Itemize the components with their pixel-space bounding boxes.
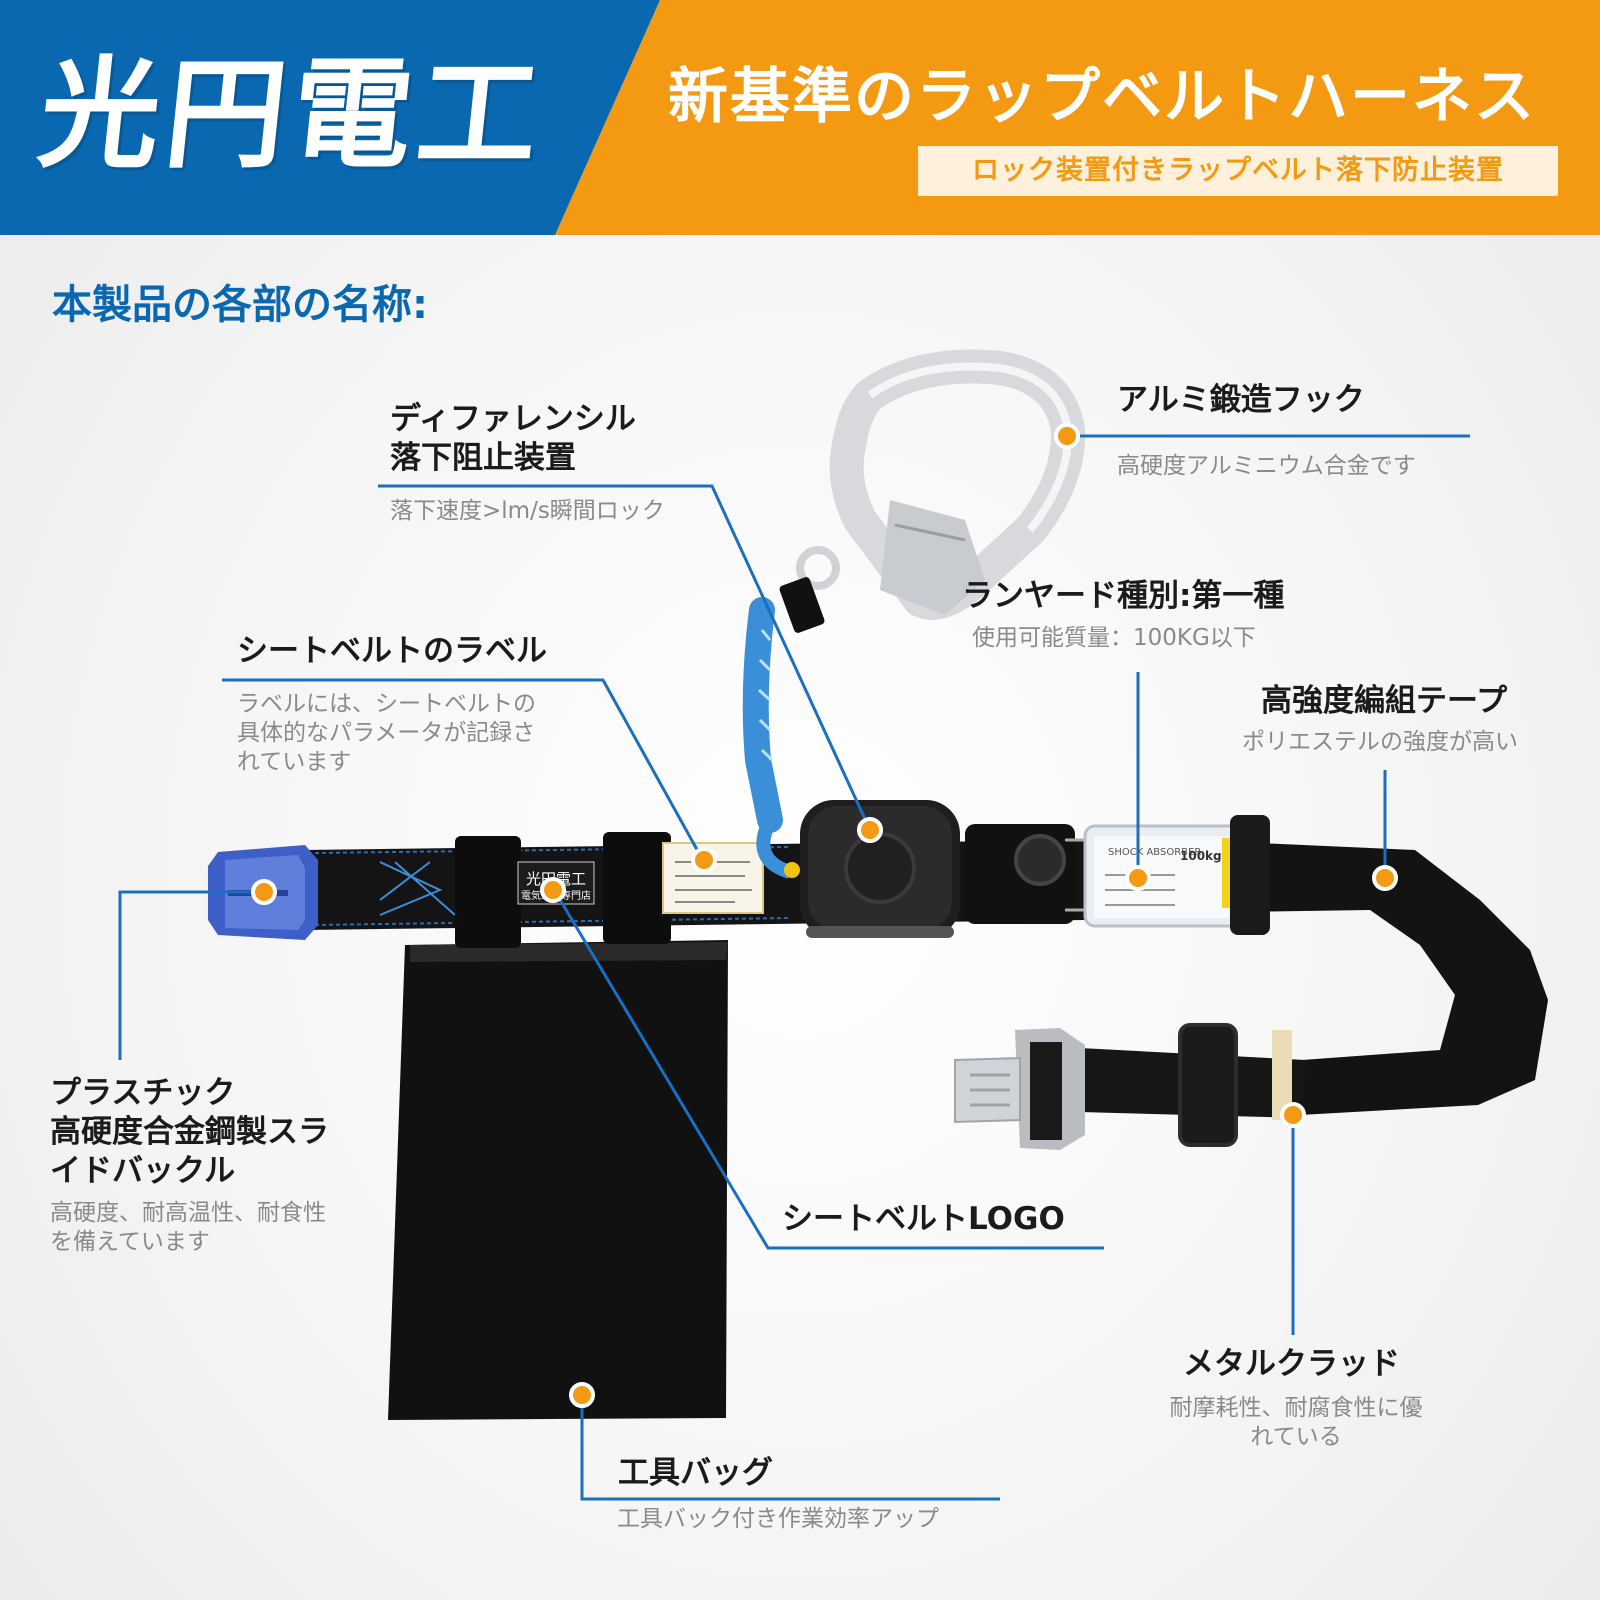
tool-bag — [388, 940, 728, 1420]
header-blue-band — [0, 0, 660, 235]
dot-arrester — [857, 817, 883, 843]
callout-hook-label: アルミ鍛造フック — [1117, 382, 1365, 418]
dot-bag — [569, 1382, 595, 1408]
metal-buckle — [954, 1023, 1292, 1150]
callout-differential-desc: 落下速度>lm/s瞬間ロック — [390, 498, 665, 524]
callout-lines — [118, 434, 1470, 1501]
dot-logo — [540, 877, 566, 903]
callout-buckle-label: プラスチック 高硬度合金鋼製スラ イドバックル — [50, 1075, 329, 1189]
callout-belt-label-desc: ラベルには、シートベルトの 具体的なパラメータが記録さ れています — [237, 691, 536, 775]
belt-loop-left — [455, 836, 521, 948]
subtitle-box — [918, 146, 1558, 196]
shock-absorber: SHOCK ABSORBER 100kg — [1083, 815, 1270, 935]
section-title: 本製品の各部の名称: — [52, 282, 428, 328]
page-subtitle: ロック装置付きラップベルト落下防止装置 — [972, 155, 1504, 186]
callout-belt-label-label: シートベルトのラベル — [237, 633, 547, 669]
belt-loop-right — [603, 832, 671, 944]
callout-lanyard-label: ランヤード種別:第一種 — [962, 578, 1285, 614]
callout-metal-desc: 耐摩耗性、耐腐食性に優 れている — [1169, 1395, 1423, 1450]
fall-arrester — [800, 800, 960, 938]
dot-buckle — [251, 879, 277, 905]
dot-lanyard — [1125, 865, 1151, 891]
callout-bag-desc: 工具バック付き作業効率アップ — [617, 1506, 939, 1532]
aluminum-hook — [796, 349, 1086, 620]
callout-metal-label: メタルクラッド — [1183, 1346, 1400, 1382]
callout-buckle-desc: 高硬度、耐高温性、耐食性 を備えています — [50, 1200, 326, 1255]
callout-dots — [251, 423, 1398, 1408]
absorber-label-text: SHOCK ABSORBER — [1108, 847, 1201, 858]
absorber-weight-text: 100kg — [1180, 849, 1222, 863]
callout-bag-label: 工具バッグ — [618, 1455, 773, 1491]
dot-hook — [1054, 423, 1080, 449]
dot-belt-label — [691, 847, 717, 873]
dot-tape — [1372, 865, 1398, 891]
callout-differential-label: ディファレンシル 落下阻止装置 — [390, 401, 636, 476]
ratchet-mechanism — [965, 824, 1087, 924]
callout-logo-label: シートベルトLOGO — [782, 1201, 1065, 1237]
callout-tape-label: 高強度編組テープ — [1261, 683, 1508, 719]
callout-tape-desc: ポリエステルの強度が高い — [1242, 729, 1518, 755]
lanyard — [742, 577, 825, 879]
dot-metal — [1280, 1102, 1306, 1128]
callout-hook-desc: 高硬度アルミニウム合金です — [1117, 453, 1416, 479]
callout-lanyard-desc: 使用可能質量：100KG以下 — [972, 625, 1256, 651]
page-title: 新基準のラップベルトハーネス — [668, 62, 1536, 132]
